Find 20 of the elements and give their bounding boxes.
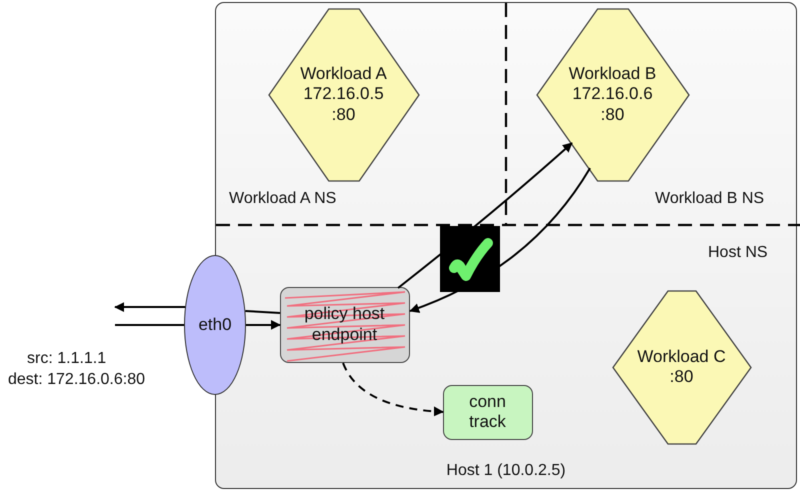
text-label: src: 1.1.1.1	[27, 350, 106, 368]
text-label: Workload A NS	[229, 190, 336, 208]
node-label: Host 1 (10.0.2.5)	[445, 460, 567, 480]
text-label: dest: 172.16.0.6:80	[8, 371, 145, 389]
workload-hexagon	[612, 290, 752, 444]
workload-hexagon	[268, 8, 420, 182]
workload-hexagon	[536, 8, 690, 182]
node-label: eth0	[197, 314, 233, 336]
text-label: Workload B NS	[655, 190, 764, 208]
arrow	[246, 318, 281, 332]
arrow	[342, 362, 444, 418]
node-label: conn track	[468, 392, 507, 432]
node-label: Workload B 172.16.0.6 :80	[568, 64, 658, 126]
conntrack-box	[442, 384, 532, 440]
arrow	[114, 300, 186, 314]
node-label: Workload C :80	[636, 346, 727, 388]
policy-box	[280, 286, 410, 362]
text-label: Host NS	[708, 244, 768, 262]
node-label: policy host endpoint	[303, 304, 386, 345]
node-label: Workload A 172.16.0.5 :80	[299, 64, 388, 126]
